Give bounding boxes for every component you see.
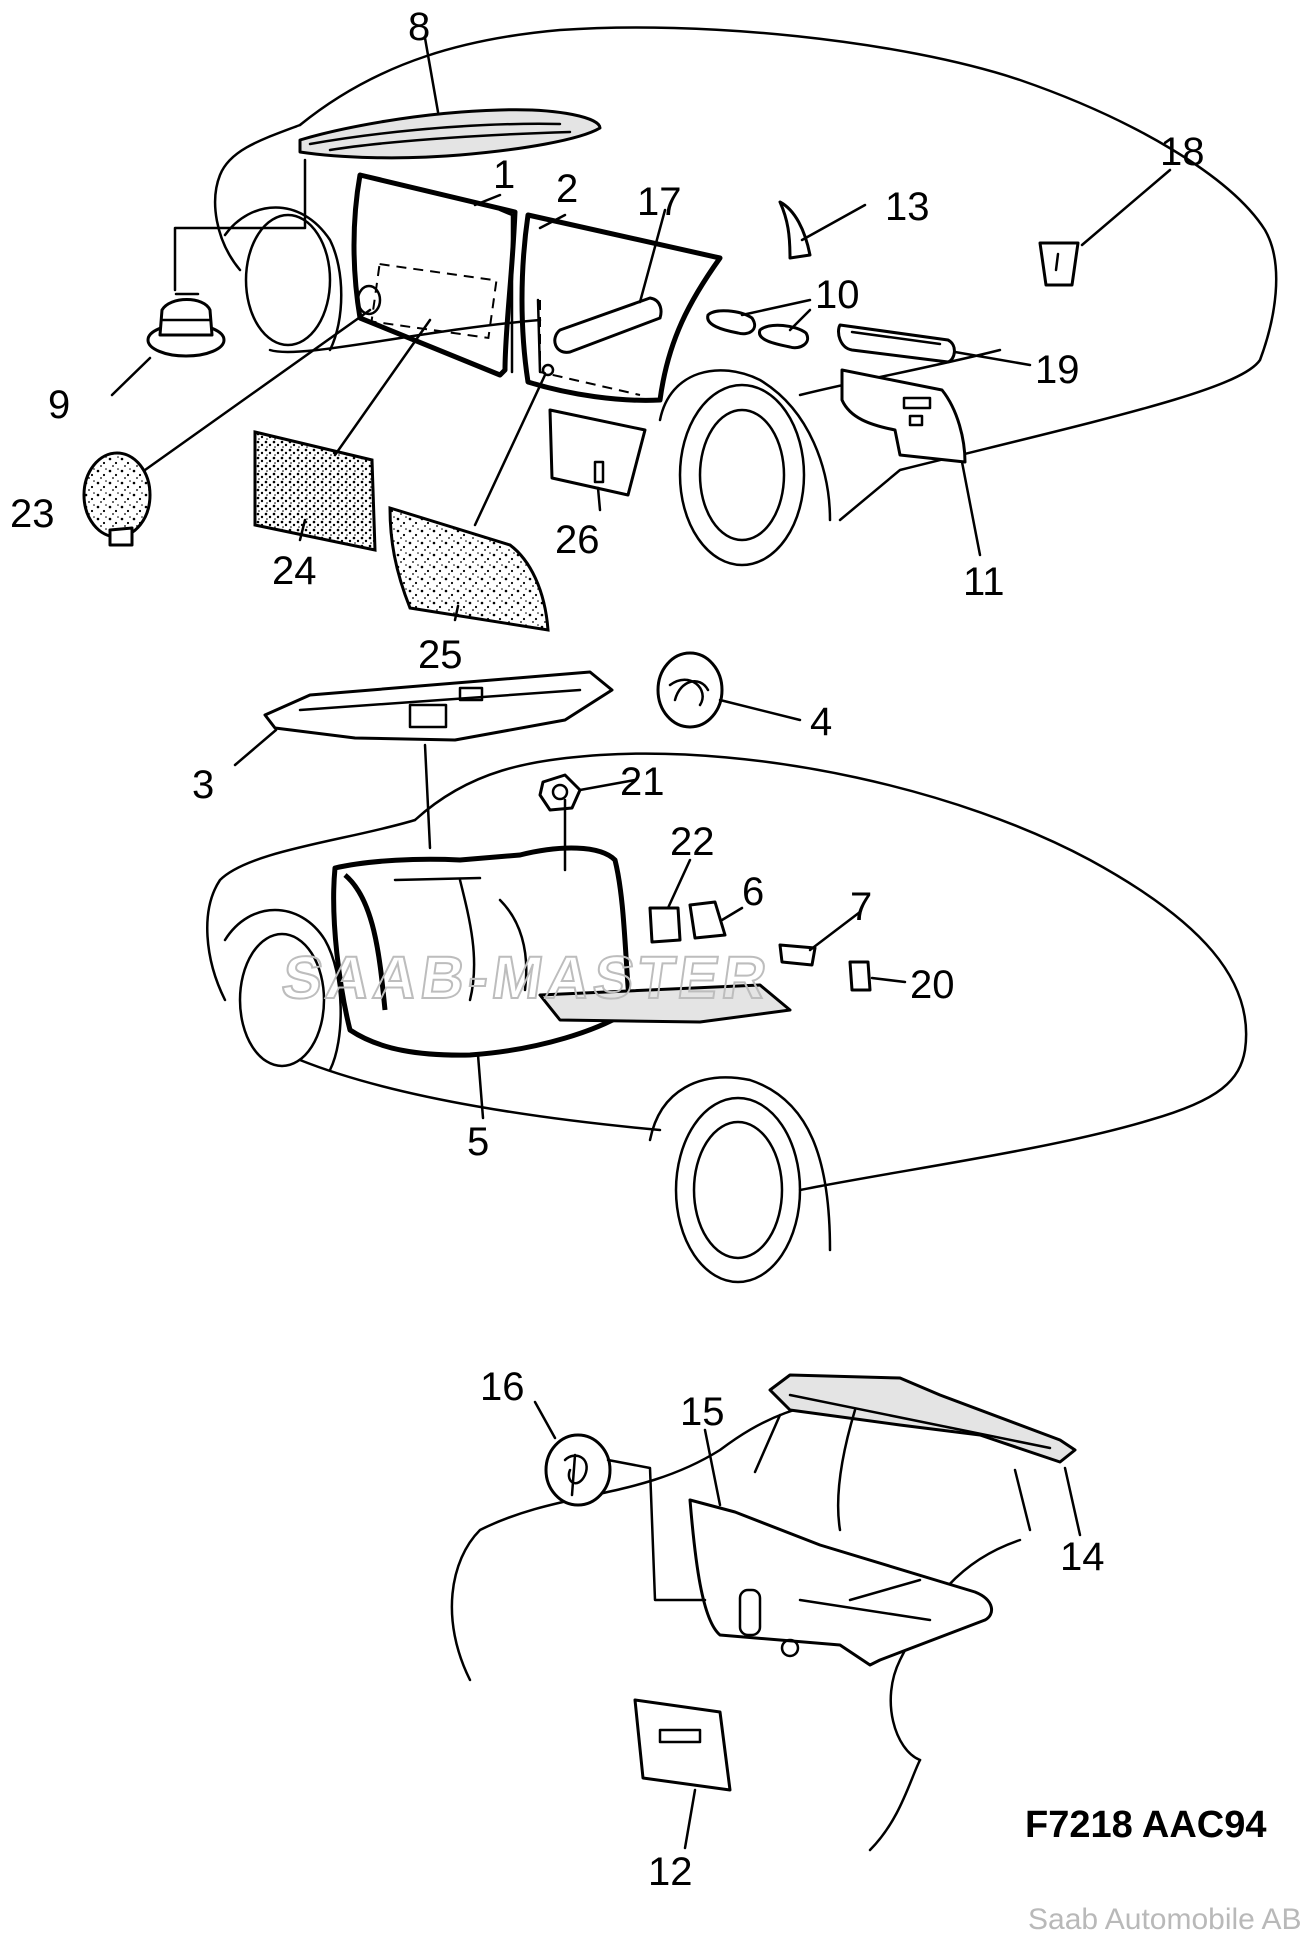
callout-23: 23 — [10, 492, 55, 536]
callout-16: 16 — [480, 1365, 525, 1409]
part-11-quarter-trim — [840, 368, 967, 464]
part-2-rear-door-trim — [519, 212, 723, 403]
callout-10: 10 — [815, 273, 860, 317]
callout-4: 4 — [810, 700, 832, 744]
callout-8: 8 — [408, 5, 430, 49]
part-15-trunk-side-trim — [688, 1498, 994, 1667]
part-6-bracket — [688, 900, 727, 940]
part-7-clip — [778, 943, 817, 967]
callout-22: 22 — [670, 820, 715, 864]
part-18-clip — [1038, 241, 1080, 287]
callout-14: 14 — [1060, 1535, 1105, 1579]
callout-12: 12 — [648, 1850, 693, 1894]
callout-2: 2 — [556, 167, 578, 211]
callout-3: 3 — [192, 763, 214, 807]
callout-13: 13 — [885, 185, 930, 229]
part-21-nut — [538, 773, 582, 812]
leaders-middle — [233, 698, 907, 1120]
callout-20: 20 — [910, 963, 955, 1007]
part-12-trunk-cover — [633, 1698, 732, 1792]
part-17-armrest-pad — [553, 296, 663, 354]
callout-6: 6 — [742, 870, 764, 914]
leaders-bottom — [533, 1400, 1082, 1850]
part-20-clip — [848, 960, 872, 992]
car-body-top — [214, 26, 1278, 567]
car-body-middle — [206, 752, 1248, 1284]
part-10-lamps — [706, 309, 809, 350]
callouts: 8 1 2 17 13 18 10 19 11 9 23 24 26 25 4 … — [10, 5, 1205, 1894]
callout-24: 24 — [272, 549, 317, 593]
callout-26: 26 — [555, 518, 600, 562]
callout-15: 15 — [680, 1390, 725, 1434]
callout-25: 25 — [418, 633, 463, 677]
leaders-top — [110, 36, 1172, 622]
part-9-fastener — [146, 292, 226, 358]
part-24-insulation-front — [253, 430, 377, 552]
callout-1: 1 — [493, 153, 515, 197]
part-13-pillar-trim — [778, 200, 812, 260]
part-1-front-door-trim — [351, 172, 518, 378]
callout-5: 5 — [467, 1120, 489, 1164]
callout-7: 7 — [850, 885, 872, 929]
part-3-rear-shelf — [263, 670, 614, 742]
part-25-insulation-rear — [388, 505, 550, 632]
part-23-speaker-cover — [82, 451, 152, 547]
part-4-speaker-grille — [656, 651, 724, 729]
callout-19: 19 — [1035, 348, 1080, 392]
callout-9: 9 — [48, 383, 70, 427]
copyright-credit: Saab Automobile AB — [1028, 1903, 1302, 1936]
figure-code: F7218 AAC94 — [1025, 1804, 1267, 1846]
part-26-door-pocket — [548, 408, 647, 497]
part-22-bracket — [648, 906, 682, 944]
watermark: SAAB-MASTER — [278, 943, 775, 1011]
part-14-parcel-shelf — [768, 1373, 1077, 1464]
part-8-headliner — [298, 108, 602, 160]
callout-18: 18 — [1160, 130, 1205, 174]
callout-17: 17 — [637, 180, 682, 224]
callout-21: 21 — [620, 760, 665, 804]
callout-11: 11 — [963, 560, 1005, 604]
part-5-trunk-lining — [331, 845, 792, 1058]
part-19-quarter-trim-upper — [837, 323, 956, 364]
part-16-speaker-grille — [544, 1433, 612, 1507]
